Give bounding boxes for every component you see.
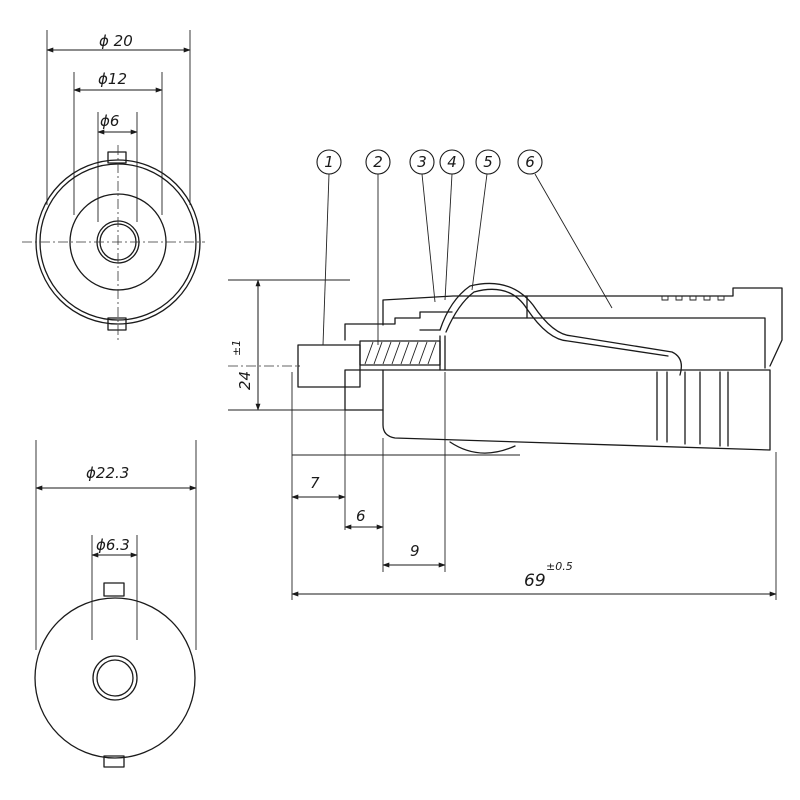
svg-text:6: 6 xyxy=(525,153,535,171)
callout-6: 6 xyxy=(517,149,543,175)
callouts: 1 2 3 4 5 6 xyxy=(316,149,613,346)
dim-24-tol: ±1 xyxy=(230,340,243,356)
dim-phi12: ϕ12 xyxy=(98,70,127,88)
dim-69: 69 xyxy=(524,571,546,591)
pin xyxy=(297,344,361,388)
dim-9: 9 xyxy=(410,542,420,560)
svg-text:5: 5 xyxy=(483,153,493,171)
dim-24: 24 xyxy=(236,371,254,390)
svg-text:1: 1 xyxy=(324,153,334,171)
callout-4: 4 xyxy=(439,149,465,175)
dim-phi20: ϕ 20 xyxy=(99,32,133,50)
callout-2: 2 xyxy=(365,149,391,175)
callout-1: 1 xyxy=(316,149,342,175)
callout-3: 3 xyxy=(409,149,435,175)
dim-phi22-3: ϕ22.3 xyxy=(86,464,129,482)
svg-text:2: 2 xyxy=(373,153,383,171)
bottom-end-view: ϕ22.3 ϕ6.3 xyxy=(34,440,197,768)
dim-69-tol: ±0.5 xyxy=(546,560,573,573)
bottom-outer-circle xyxy=(34,597,196,759)
bottom-pin-circle xyxy=(92,655,138,701)
callout-5: 5 xyxy=(475,149,501,175)
dim-7: 7 xyxy=(310,474,320,492)
body xyxy=(344,369,771,451)
svg-text:4: 4 xyxy=(447,153,457,171)
dim-6: 6 xyxy=(356,507,366,525)
top-end-view: ϕ 20 ϕ12 ϕ6 xyxy=(22,30,205,340)
svg-text:3: 3 xyxy=(417,153,427,171)
dim-phi6: ϕ6 xyxy=(100,112,119,130)
dim-phi6-3: ϕ6.3 xyxy=(96,536,130,554)
side-view: 24 ±1 7 6 9 69 ±0.5 xyxy=(228,279,783,600)
